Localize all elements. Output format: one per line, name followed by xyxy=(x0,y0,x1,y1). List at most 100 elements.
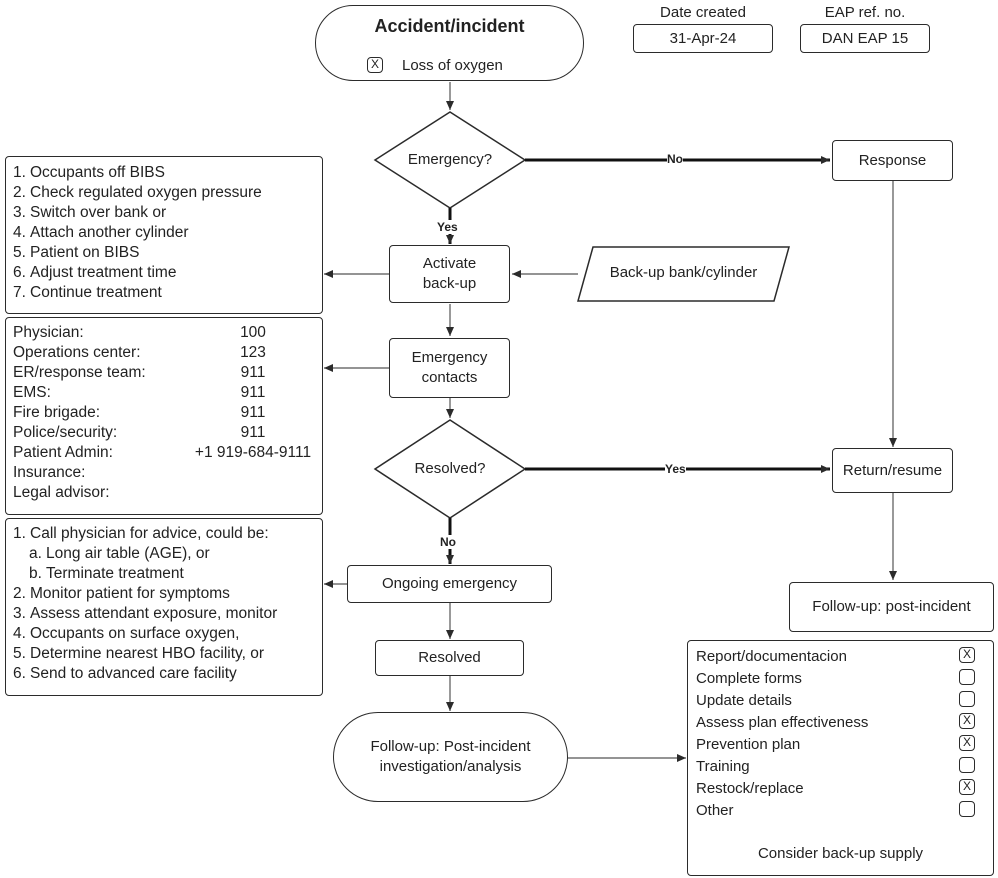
followup-checklist-panel xyxy=(687,640,994,876)
list-item: b.Terminate treatment xyxy=(13,564,277,584)
checklist-item: Report/documentacion X xyxy=(696,646,981,668)
resolved-question: Resolved? xyxy=(414,460,486,477)
checklist-label: Training xyxy=(696,758,750,775)
date-created-label: Date created xyxy=(660,4,746,21)
item-text: Attach another cylinder xyxy=(30,224,189,241)
list-item: 2.Monitor patient for symptoms xyxy=(13,584,277,604)
contact-value xyxy=(189,483,317,503)
contact-label: Physician: xyxy=(13,324,84,341)
contact-label: Operations center: xyxy=(13,344,141,361)
item-text: Switch over bank or xyxy=(30,204,167,221)
item-number: 3. xyxy=(13,605,26,622)
item-number: 4. xyxy=(13,625,26,642)
checklist-label: Assess plan effectiveness xyxy=(696,714,869,731)
contact-value: 911 xyxy=(240,404,266,421)
contact-row: Patient Admin:+1 919-684-9111 xyxy=(13,443,317,463)
contact-value xyxy=(189,463,317,483)
contact-label: Legal advisor: xyxy=(13,484,110,501)
contact-row: ER/response team:911 xyxy=(13,363,317,383)
contact-row: EMS:911 xyxy=(13,383,317,403)
backup-supply-shape xyxy=(577,246,790,302)
resolved-box: Resolved xyxy=(375,640,524,676)
edge-label-yes: Yes xyxy=(437,220,458,234)
ongoing-emergency-box: Ongoing emergency xyxy=(347,565,552,603)
item-number: a. xyxy=(29,545,42,562)
checklist-checkbox[interactable] xyxy=(959,691,975,707)
checklist-item: Complete forms xyxy=(696,668,981,690)
list-item: 5.Determine nearest HBO facility, or xyxy=(13,644,277,664)
checklist-footer: Consider back-up supply xyxy=(757,845,924,862)
item-number: 5. xyxy=(13,244,26,261)
contact-label: Police/security: xyxy=(13,424,118,441)
edge-label-yes: Yes xyxy=(665,462,686,476)
list-item: 4.Occupants on surface oxygen, xyxy=(13,624,277,644)
contact-label: ER/response team: xyxy=(13,364,146,381)
checklist-label: Report/documentacion xyxy=(696,648,847,665)
list-item: 2.Check regulated oxygen pressure xyxy=(13,183,262,203)
checklist-checkbox[interactable]: X xyxy=(959,735,975,751)
item-text: Send to advanced care facility xyxy=(30,665,237,682)
activate-line1: Activate xyxy=(422,255,477,272)
loss-of-oxygen-checkbox[interactable]: X xyxy=(367,57,383,73)
contact-row: Operations center: 123 xyxy=(13,343,317,363)
edge-label-no: No xyxy=(440,535,456,549)
contact-row: Police/security: 911 xyxy=(13,423,317,443)
start-title: Accident/incident xyxy=(374,16,525,36)
list-item: a.Long air table (AGE), or xyxy=(13,544,277,564)
checklist-checkbox[interactable] xyxy=(959,669,975,685)
eap-ref-label: EAP ref. no. xyxy=(824,4,906,21)
date-created-field[interactable]: 31-Apr-24 xyxy=(633,24,773,53)
list-item: 7.Continue treatment xyxy=(13,283,262,303)
contact-label: Insurance: xyxy=(13,464,86,481)
item-number: 1. xyxy=(13,164,26,181)
list-item: 6.Adjust treatment time xyxy=(13,263,262,283)
contact-row: Fire brigade:911 xyxy=(13,403,317,423)
ongoing-steps-panel xyxy=(5,518,323,696)
followup-line2: investigation/analysis xyxy=(379,758,522,775)
item-number: 6. xyxy=(13,264,26,281)
item-text: Long air table (AGE), or xyxy=(46,545,210,562)
list-item: 6.Send to advanced care facility xyxy=(13,664,277,684)
emergency-contacts-box: Emergency contacts xyxy=(389,338,510,398)
checklist-checkbox[interactable] xyxy=(959,757,975,773)
checklist-label: Update details xyxy=(696,692,792,709)
list-item: 3.Switch over bank or xyxy=(13,203,262,223)
return-resume-box: Return/resume xyxy=(832,448,953,493)
followup-investigation-terminal: Follow-up: Post-incident investigation/a… xyxy=(333,712,568,802)
response-box: Response xyxy=(832,140,953,181)
checklist-item: Restock/replace X xyxy=(696,778,981,800)
contacts-line1: Emergency xyxy=(411,349,488,366)
contacts-panel xyxy=(5,317,323,515)
item-number: 2. xyxy=(13,585,26,602)
item-number: 5. xyxy=(13,645,26,662)
checklist-checkbox[interactable]: X xyxy=(959,779,975,795)
item-number: 4. xyxy=(13,224,26,241)
activate-line2: back-up xyxy=(422,275,477,292)
checklist-checkbox[interactable]: X xyxy=(959,713,975,729)
contact-value: 123 xyxy=(240,344,266,361)
item-text: Occupants off BIBS xyxy=(30,164,165,181)
checklist-label: Complete forms xyxy=(696,670,802,687)
backup-steps-list: 1.Occupants off BIBS 2.Check regulated ox… xyxy=(13,163,262,303)
contact-value: 911 xyxy=(240,424,266,441)
backup-supply-label: Back-up bank/cylinder xyxy=(609,264,758,281)
item-text: Determine nearest HBO facility, or xyxy=(30,645,265,662)
checklist-checkbox[interactable] xyxy=(959,801,975,817)
item-text: Occupants on surface oxygen, xyxy=(30,625,240,642)
list-item: 1.Call physician for advice, could be: xyxy=(13,524,277,544)
contact-row: Legal advisor: xyxy=(13,483,317,503)
eap-ref-field[interactable]: DAN EAP 15 xyxy=(800,24,930,53)
emergency-question: Emergency? xyxy=(407,151,493,168)
loss-of-oxygen-label: Loss of oxygen xyxy=(402,57,503,74)
item-text: Monitor patient for symptoms xyxy=(30,585,230,602)
contact-row: Insurance: xyxy=(13,463,317,483)
contact-label: EMS: xyxy=(13,384,51,401)
list-item: 4.Attach another cylinder xyxy=(13,223,262,243)
item-text: Adjust treatment time xyxy=(30,264,177,281)
item-number: 1. xyxy=(13,525,26,542)
followup-post-incident-box: Follow-up: post-incident xyxy=(789,582,994,632)
checklist-label: Restock/replace xyxy=(696,780,804,797)
contact-value: +1 919-684-9111 xyxy=(194,444,312,461)
item-number: 3. xyxy=(13,204,26,221)
checklist-checkbox[interactable]: X xyxy=(959,647,975,663)
